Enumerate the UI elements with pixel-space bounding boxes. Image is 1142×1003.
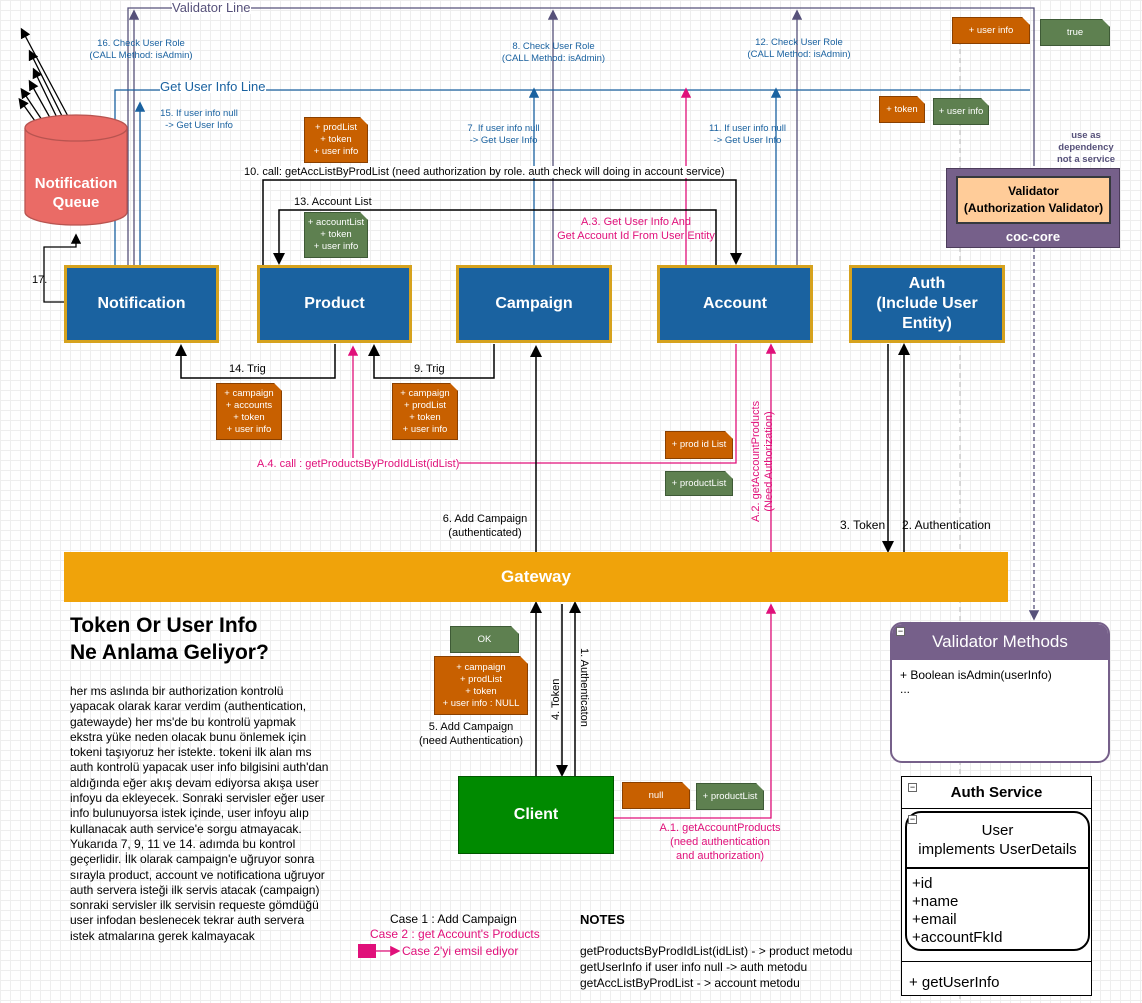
note-user-info-mid: + user info (933, 98, 989, 125)
collapse-icon[interactable]: − (908, 782, 917, 792)
step-8-label: 8. Check User Role(CALL Method: isAdmin) (501, 41, 606, 64)
step-a1-label: A.1. getAccountProducts (need authentica… (659, 822, 781, 862)
note-null: null (622, 782, 690, 809)
note-campaign-prodlist: + campaign + prodList + token + user inf… (392, 383, 458, 440)
notification-service[interactable]: Notification (64, 265, 219, 343)
explanation-body: her ms aslında bir authorization kontrol… (70, 684, 329, 943)
notes-title: NOTES (580, 912, 625, 927)
notes-line-2: getUserInfo if user info null -> auth me… (580, 960, 808, 974)
step-17-label: 17. (32, 274, 48, 286)
step-a4-label: A.4. call : getProductsByProdIdList(idLi… (257, 458, 460, 470)
note-product-list-mid: + productList (665, 471, 733, 496)
auth-service-box[interactable]: Auth (Include User Entity) (849, 265, 1005, 343)
dependency-note: use as dependency not a service (1056, 130, 1116, 165)
note-ok: OK (450, 626, 519, 653)
note-true: true (1040, 19, 1110, 46)
user-entity-title: User implements UserDetails (907, 813, 1088, 869)
more-methods: ... (900, 682, 911, 696)
step-16-label: 16. Check User Role(CALL Method: isAdmin… (89, 38, 193, 61)
product-service[interactable]: Product (257, 265, 412, 343)
step-4-label: 4. Token (550, 678, 562, 720)
legend-case-1: Case 1 : Add Campaign (390, 912, 517, 926)
explanation-heading: Token Or User Info Ne Anlama Geliyor? (70, 614, 269, 664)
legend-swatch (358, 944, 376, 958)
account-service[interactable]: Account (657, 265, 813, 343)
note-prod-token-user: + prodList + token + user info (304, 117, 368, 163)
collapse-icon[interactable]: − (908, 814, 917, 824)
validator-box[interactable]: Validator (Authorization Validator) (956, 176, 1111, 224)
notification-queue: Notification Queue (34, 175, 118, 211)
auth-service-class: Auth Service User implements UserDetails… (901, 776, 1092, 996)
step-a3-label: A.3. Get User Info And Get Account Id Fr… (557, 216, 715, 242)
step-12-label: 12. Check User Role(CALL Method: isAdmin… (747, 37, 851, 60)
user-entity: User implements UserDetails +id +name +e… (905, 811, 1090, 951)
isadmin-method: + Boolean isAdmin(userInfo) (900, 668, 1052, 682)
auth-service-title: Auth Service (902, 777, 1091, 809)
step-1-label: 1. Authenticaton (578, 648, 590, 727)
step-7-label: 7. If user info null -> Get User Info (467, 123, 540, 146)
validator-line-label: Validator Line (172, 0, 251, 15)
legend-case-2-ref: Case 2'yi emsil ediyor (402, 944, 519, 958)
user-entity-fields: +id +name +email +accountFkId (912, 875, 1003, 946)
step-3-label: 3. Token (840, 518, 886, 532)
client[interactable]: Client (458, 776, 614, 854)
note-campaign-null: + campaign + prodList + token + user inf… (434, 656, 528, 715)
note-user-info-top: + user info (952, 17, 1030, 44)
validator-methods-class: Validator Methods + Boolean isAdmin(user… (890, 622, 1110, 763)
step-11-label: 11. If user info null -> Get User Info (709, 123, 786, 146)
step-a2-label: A.2. getAccountProducts (Need Authorizat… (750, 400, 775, 522)
note-token: + token (879, 96, 925, 123)
step-15-label: 15. If user info null -> Get User Info (160, 108, 238, 131)
notes-line-1: getProductsByProdIdList(idList) - > prod… (580, 944, 853, 958)
step-6-label: 6. Add Campaign (authenticated) (442, 513, 528, 539)
note-product-list-bottom: + productList (696, 783, 764, 810)
note-account-list: + accountList + token + user info (304, 212, 368, 258)
note-prod-id-list: + prod id List (665, 431, 733, 459)
gateway[interactable]: Gateway (64, 552, 1008, 602)
get-user-info-line-label: Get User Info Line (160, 79, 266, 94)
collapse-icon[interactable]: − (896, 626, 905, 636)
coc-core-label: coc-core (1005, 229, 1061, 244)
campaign-service[interactable]: Campaign (456, 265, 612, 343)
step-5-label: 5. Add Campaign (need Authentication) (419, 721, 523, 747)
legend-case-2: Case 2 : get Account's Products (370, 927, 540, 941)
note-campaign-accounts: + campaign + accounts + token + user inf… (216, 383, 282, 440)
validator-methods-title: Validator Methods (892, 624, 1108, 660)
step-10-label: 10. call: getAccListByProdList (need aut… (244, 166, 725, 178)
step-13-label: 13. Account List (294, 196, 372, 208)
step-9-label: 9. Trig (414, 363, 445, 375)
step-14-label: 14. Trig (229, 363, 266, 375)
get-user-info-method: + getUserInfo (902, 961, 1091, 991)
notes-line-3: getAccListByProdList - > account metodu (580, 976, 800, 990)
step-2-label: 2. Authentication (902, 518, 991, 532)
